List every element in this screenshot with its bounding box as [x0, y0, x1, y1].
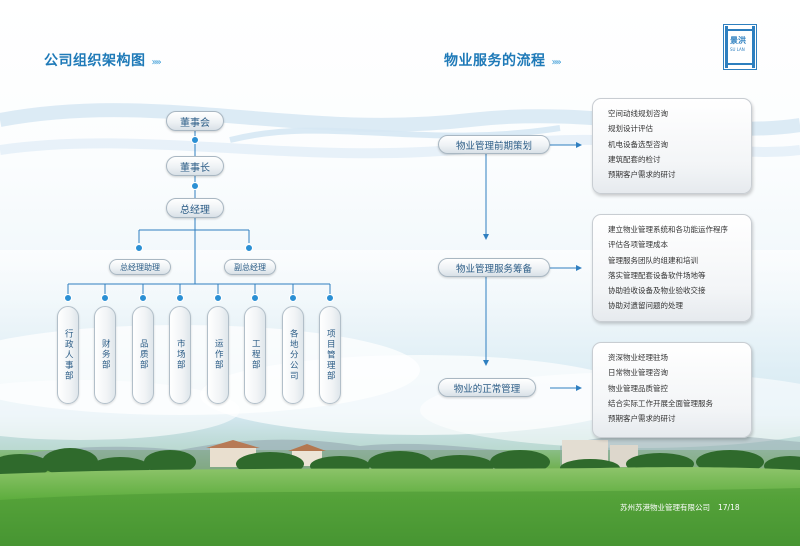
- org-chart-title: 公司组织架构图 »»: [44, 50, 162, 70]
- department-node: 品质部: [132, 306, 154, 404]
- stage-pre-planning: 物业管理前期策划: [438, 135, 550, 154]
- stage-detail-box: 资深物业经理驻场 日常物业管理咨询 物业管理品质管控 结合实际工作开展全面管理服…: [592, 342, 752, 438]
- detail-item: 管理服务团队的组建和培训: [608, 255, 698, 265]
- detail-item: 预期客户需求的研讨: [608, 170, 676, 180]
- department-node: 行政人事部: [57, 306, 79, 404]
- detail-item: 建筑配套的检讨: [608, 154, 661, 164]
- department-label: 运作部: [213, 339, 224, 371]
- stage-label: 物业管理服务筹备: [455, 263, 532, 275]
- process-title-text: 物业服务的流程: [444, 53, 546, 69]
- department-node: 市场部: [169, 306, 191, 404]
- chairman-label: 董事长: [180, 162, 210, 174]
- detail-item: 资深物业经理驻场: [608, 353, 668, 362]
- stage-label: 物业的正常管理: [453, 383, 521, 395]
- detail-item: 机电设备选型咨询: [608, 139, 668, 149]
- chevron-right-icon: »»: [551, 57, 562, 68]
- general-manager-node: 总经理: [166, 198, 224, 218]
- logo-text: 景洪: [730, 35, 746, 45]
- stage-detail-box: 建立物业管理系统和各功能运作程序 评估各项管理成本 管理服务团队的组建和培训 落…: [592, 214, 752, 322]
- footer-company: 苏州苏港物业管理有限公司: [620, 503, 710, 512]
- assistant-gm-node: 总经理助理: [109, 259, 171, 275]
- deputy-gm-label: 副总经理: [234, 262, 266, 272]
- page-footer: 苏州苏港物业管理有限公司 17/18: [620, 502, 740, 513]
- detail-item: 物业管理品质管控: [608, 383, 668, 393]
- detail-item: 协助对遗留问题的处理: [608, 301, 683, 311]
- department-label: 工程部: [250, 339, 261, 371]
- stage-label: 物业管理前期策划: [455, 140, 532, 152]
- stage-detail-box: 空间动线规划咨询 规划设计评估 机电设备选型咨询 建筑配套的检讨 预期客户需求的…: [592, 98, 752, 194]
- department-node: 运作部: [207, 306, 229, 404]
- chairman-node: 董事长: [166, 156, 224, 176]
- general-manager-label: 总经理: [180, 204, 210, 216]
- detail-item: 协助验收设备及物业验收交接: [608, 286, 706, 296]
- department-node: 工程部: [244, 306, 266, 404]
- department-node: 项目管理部: [319, 306, 341, 404]
- detail-item: 结合实际工作开展全面管理服务: [608, 398, 713, 408]
- detail-item: 评估各项管理成本: [608, 240, 668, 250]
- detail-item: 建立物业管理系统和各功能运作程序: [608, 225, 728, 234]
- department-node: 财务部: [94, 306, 116, 404]
- org-chart-title-text: 公司组织架构图: [44, 53, 146, 69]
- logo-subtext: SU LAN: [730, 47, 745, 52]
- detail-item: 规划设计评估: [608, 124, 653, 134]
- board-node: 董事会: [166, 111, 224, 131]
- deputy-gm-node: 副总经理: [224, 259, 276, 275]
- page-number: 17/18: [718, 503, 740, 512]
- detail-item: 日常物业管理咨询: [608, 368, 668, 378]
- department-label: 市场部: [175, 339, 186, 371]
- department-label: 品质部: [138, 339, 149, 371]
- stage-preparation: 物业管理服务筹备: [438, 258, 550, 277]
- company-logo: 景洪 SU LAN: [723, 24, 757, 70]
- detail-item: 预期客户需求的研讨: [608, 414, 676, 424]
- process-title: 物业服务的流程 »»: [444, 50, 562, 70]
- detail-item: 落实管理配套设备软件场地等: [608, 270, 706, 280]
- chevron-right-icon: »»: [151, 57, 162, 68]
- detail-item: 空间动线规划咨询: [608, 109, 668, 118]
- assistant-gm-label: 总经理助理: [120, 262, 160, 272]
- department-label: 项目管理部: [325, 328, 336, 382]
- department-node: 各地分公司: [282, 306, 304, 404]
- department-label: 财务部: [100, 339, 111, 371]
- department-label: 各地分公司: [288, 328, 299, 382]
- stage-regular-management: 物业的正常管理: [438, 378, 536, 397]
- department-label: 行政人事部: [63, 328, 74, 382]
- board-label: 董事会: [180, 117, 210, 129]
